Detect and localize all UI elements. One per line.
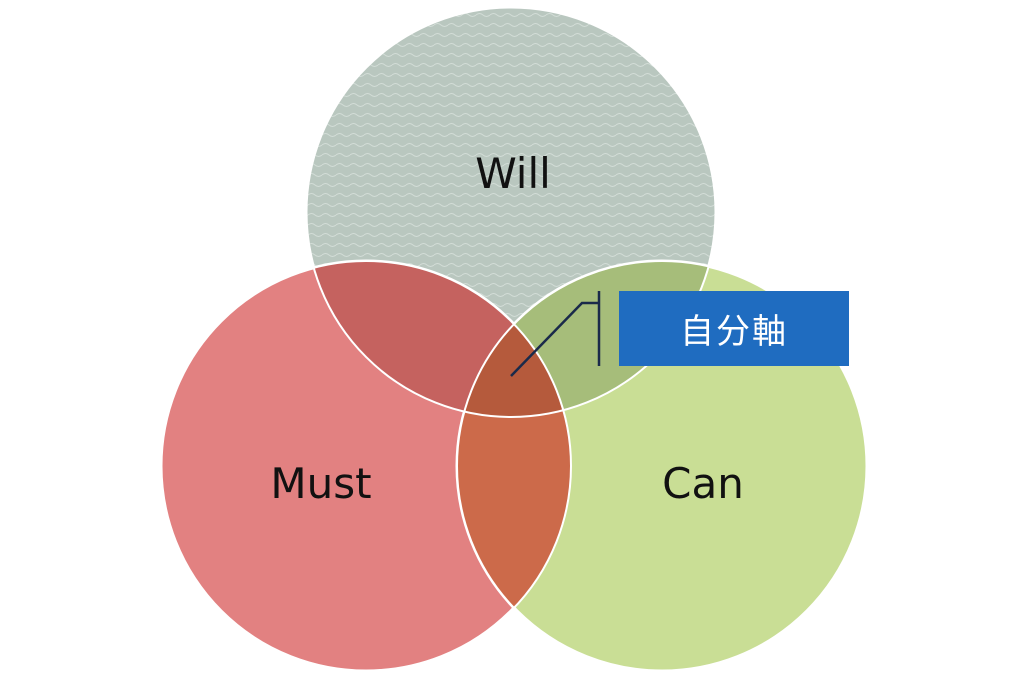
will-must-overlap	[306, 261, 571, 417]
callout-leader-line	[510, 301, 598, 377]
callout-label: 自分軸	[680, 312, 788, 352]
will-label: Will	[475, 149, 551, 198]
will-outline	[305, 6, 717, 418]
must-label: Must	[270, 459, 371, 508]
can-label: Can	[662, 459, 744, 508]
callout-box: 自分軸	[619, 291, 849, 366]
must-outline	[160, 260, 572, 672]
can-outline	[456, 260, 868, 672]
will-can-overlap	[457, 261, 716, 417]
